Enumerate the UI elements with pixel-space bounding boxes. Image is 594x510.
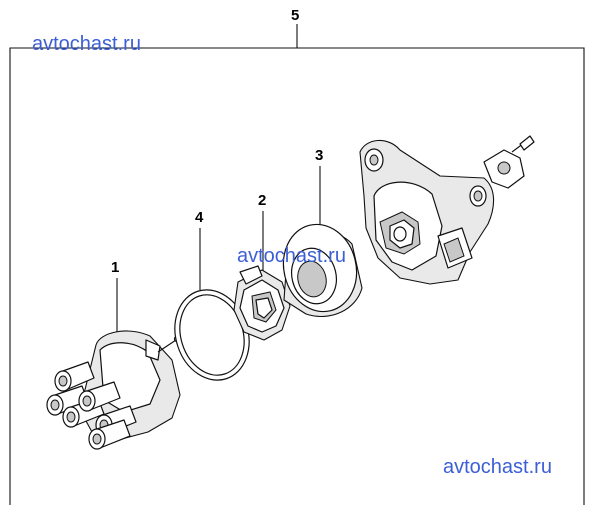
distributor-cap [46,330,181,450]
dust-cover [282,223,363,318]
callout-4: 4 [195,209,204,226]
leader-lines [116,166,321,336]
rotor [233,265,291,341]
callout-5: 5 [291,7,299,24]
watermark-bottom: avtochast.ru [443,456,552,478]
assembly-frame [9,24,585,505]
callout-1: 1 [111,259,119,276]
callout-2: 2 [258,192,266,209]
watermark-top: avtochast.ru [32,33,141,55]
cap-terminals [46,361,137,450]
gasket-ring [174,289,250,381]
watermark-middle: avtochast.ru [237,245,346,267]
mounting-clip [483,135,535,189]
distributor-housing [359,139,495,285]
callout-3: 3 [315,147,323,164]
